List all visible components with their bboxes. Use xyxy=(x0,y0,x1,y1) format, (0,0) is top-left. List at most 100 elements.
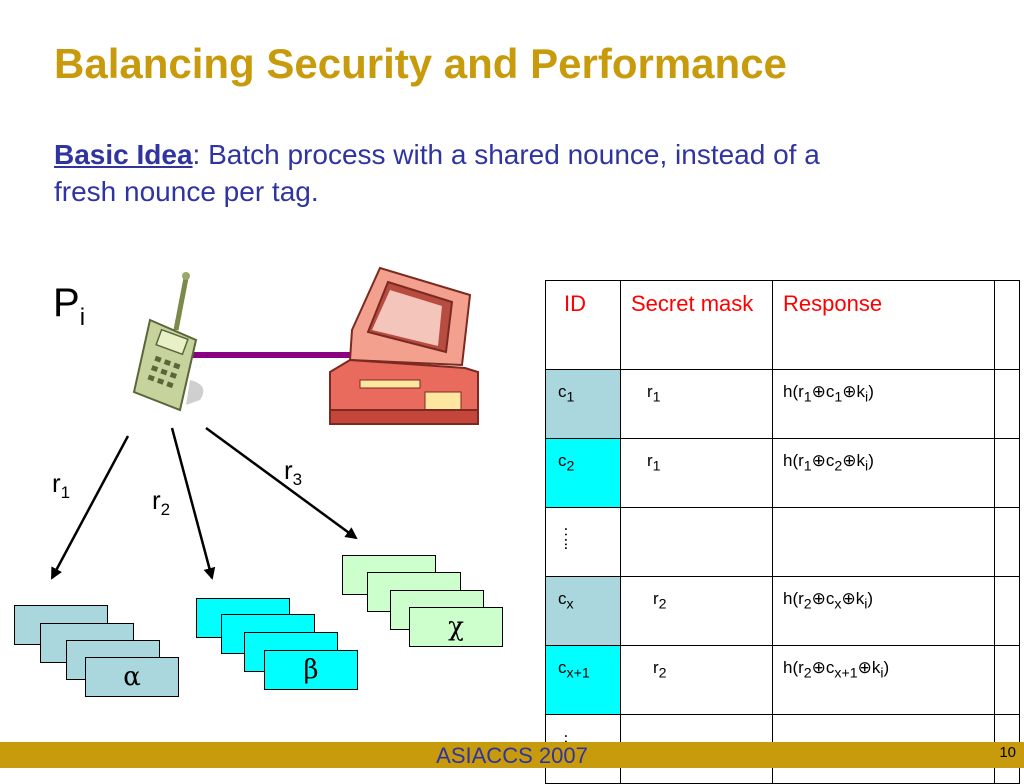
header-response: Response xyxy=(772,280,995,370)
conference-name: ASIACCS 2007 xyxy=(436,743,588,768)
computer-icon xyxy=(329,266,479,425)
cell-mask-base: r xyxy=(653,589,659,608)
slide-title: Balancing Security and Performance xyxy=(54,40,787,87)
resp-part: ⊕c xyxy=(811,382,835,401)
reader-label-sub: i xyxy=(79,304,86,331)
arrow-label-r3: r3 xyxy=(284,455,302,490)
cell-mask: r1 xyxy=(620,369,773,439)
cell-mask: r2 xyxy=(620,645,773,715)
resp-sub: 2 xyxy=(803,665,812,682)
cell-id: cx xyxy=(545,576,621,646)
basic-idea-colon: : xyxy=(192,139,201,170)
arrow-label-r2-base: r xyxy=(152,485,161,515)
table-row: c1 r1 h(r1⊕c1⊕ki) xyxy=(545,369,1020,439)
table-row: c2 r1 h(r1⊕c2⊕ki) xyxy=(545,438,1020,508)
resp-part: ⊕c xyxy=(811,589,835,608)
header-secret-mask: Secret mask xyxy=(620,280,773,370)
arrow-r1 xyxy=(50,435,130,580)
secret-table: ID Secret mask Response c1 r1 h(r1⊕c1⊕ki… xyxy=(545,280,1020,784)
basic-idea-body: Batch process with a shared nounce, inst… xyxy=(54,139,820,207)
resp-sub: 1 xyxy=(803,389,812,406)
footer-bar: ASIACCS 2007 10 xyxy=(0,742,1024,768)
cell-mask-base: r xyxy=(653,658,659,677)
basic-idea-text: Basic Idea: Batch process with a shared … xyxy=(54,136,834,210)
arrow-label-r1-base: r xyxy=(52,468,61,498)
cell-mask-sub: 1 xyxy=(652,389,661,406)
table-row: cx+1 r2 h(r2⊕cx+1⊕ki) xyxy=(545,645,1020,715)
ellipsis-dots: ….. xyxy=(561,526,580,550)
cell-response: h(r1⊕c1⊕ki) xyxy=(772,369,995,439)
network-diagram xyxy=(50,266,479,580)
cell-extra xyxy=(994,645,1020,715)
handheld-reader-icon xyxy=(132,272,204,412)
resp-part: ⊕k xyxy=(842,451,866,470)
resp-part: h(r xyxy=(783,451,804,470)
cell-mask xyxy=(620,507,773,577)
cell-ellipsis: ….. xyxy=(545,507,621,577)
tag-group-beta: β xyxy=(264,650,358,690)
cell-mask: r2 xyxy=(620,576,773,646)
cell-id: cx+1 xyxy=(545,645,621,715)
table-row: cx r2 h(r2⊕cx⊕ki) xyxy=(545,576,1020,646)
arrow-label-r3-sub: 3 xyxy=(292,470,303,490)
cell-id: c1 xyxy=(545,369,621,439)
resp-part: ) xyxy=(868,451,874,470)
resp-part: ⊕c xyxy=(811,451,835,470)
table-row: ….. xyxy=(545,507,1020,577)
arrow-label-r2: r2 xyxy=(152,485,170,520)
cell-extra xyxy=(994,369,1020,439)
cell-id-base: c xyxy=(558,658,567,677)
resp-sub: i xyxy=(865,389,869,406)
cell-extra xyxy=(994,438,1020,508)
cell-id: c2 xyxy=(545,438,621,508)
cell-mask-sub: 2 xyxy=(658,596,667,613)
page-number: 10 xyxy=(999,744,1016,761)
reader-label: Pi xyxy=(53,281,85,332)
cell-extra xyxy=(994,576,1020,646)
cell-extra xyxy=(994,507,1020,577)
resp-sub: 1 xyxy=(803,458,812,475)
arrow-label-r3-base: r xyxy=(284,455,293,485)
basic-idea-label: Basic Idea xyxy=(54,139,193,170)
table-header-row: ID Secret mask Response xyxy=(545,280,1020,370)
cell-response: h(r2⊕cx⊕ki) xyxy=(772,576,995,646)
tag-group-alpha: α xyxy=(85,657,179,697)
cell-id-sub: x xyxy=(566,596,574,613)
cell-mask-sub: 1 xyxy=(652,458,661,475)
resp-part: h(r xyxy=(783,382,804,401)
cell-id-base: c xyxy=(558,382,567,401)
resp-sub: x xyxy=(834,596,842,613)
resp-part: ) xyxy=(867,589,874,608)
cell-id-base: c xyxy=(558,451,567,470)
resp-part: ⊕c xyxy=(811,658,835,677)
cell-id-sub: x+1 xyxy=(566,665,590,682)
header-id: ID xyxy=(545,280,621,370)
arrow-label-r1-sub: 1 xyxy=(60,483,71,503)
resp-sub: i xyxy=(864,596,868,613)
arrow-label-r1: r1 xyxy=(52,468,70,503)
cell-mask: r1 xyxy=(620,438,773,508)
cell-mask-base: r xyxy=(647,382,653,401)
resp-sub: x+1 xyxy=(834,665,858,682)
resp-sub: i xyxy=(880,665,884,682)
cell-id-sub: 1 xyxy=(566,389,575,406)
resp-part: ⊕k xyxy=(841,589,865,608)
cell-mask-base: r xyxy=(647,451,653,470)
cell-response: h(r1⊕c2⊕ki) xyxy=(772,438,995,508)
cell-id-sub: 2 xyxy=(566,458,575,475)
tag-group-chi: χ xyxy=(409,607,503,647)
resp-part: ) xyxy=(868,382,874,401)
resp-part: h(r xyxy=(783,589,804,608)
arrow-r3 xyxy=(205,426,358,540)
arrow-label-r2-sub: 2 xyxy=(160,500,171,520)
resp-part: ⊕k xyxy=(857,658,881,677)
cell-response: h(r2⊕cx+1⊕ki) xyxy=(772,645,995,715)
cell-id-base: c xyxy=(558,589,567,608)
resp-sub: i xyxy=(865,458,869,475)
reader-label-base: P xyxy=(53,281,80,325)
header-extra-cell xyxy=(994,280,1020,370)
cell-mask-sub: 2 xyxy=(658,665,667,682)
resp-part: ⊕k xyxy=(842,382,866,401)
resp-sub: 2 xyxy=(803,596,812,613)
cell-response xyxy=(772,507,995,577)
